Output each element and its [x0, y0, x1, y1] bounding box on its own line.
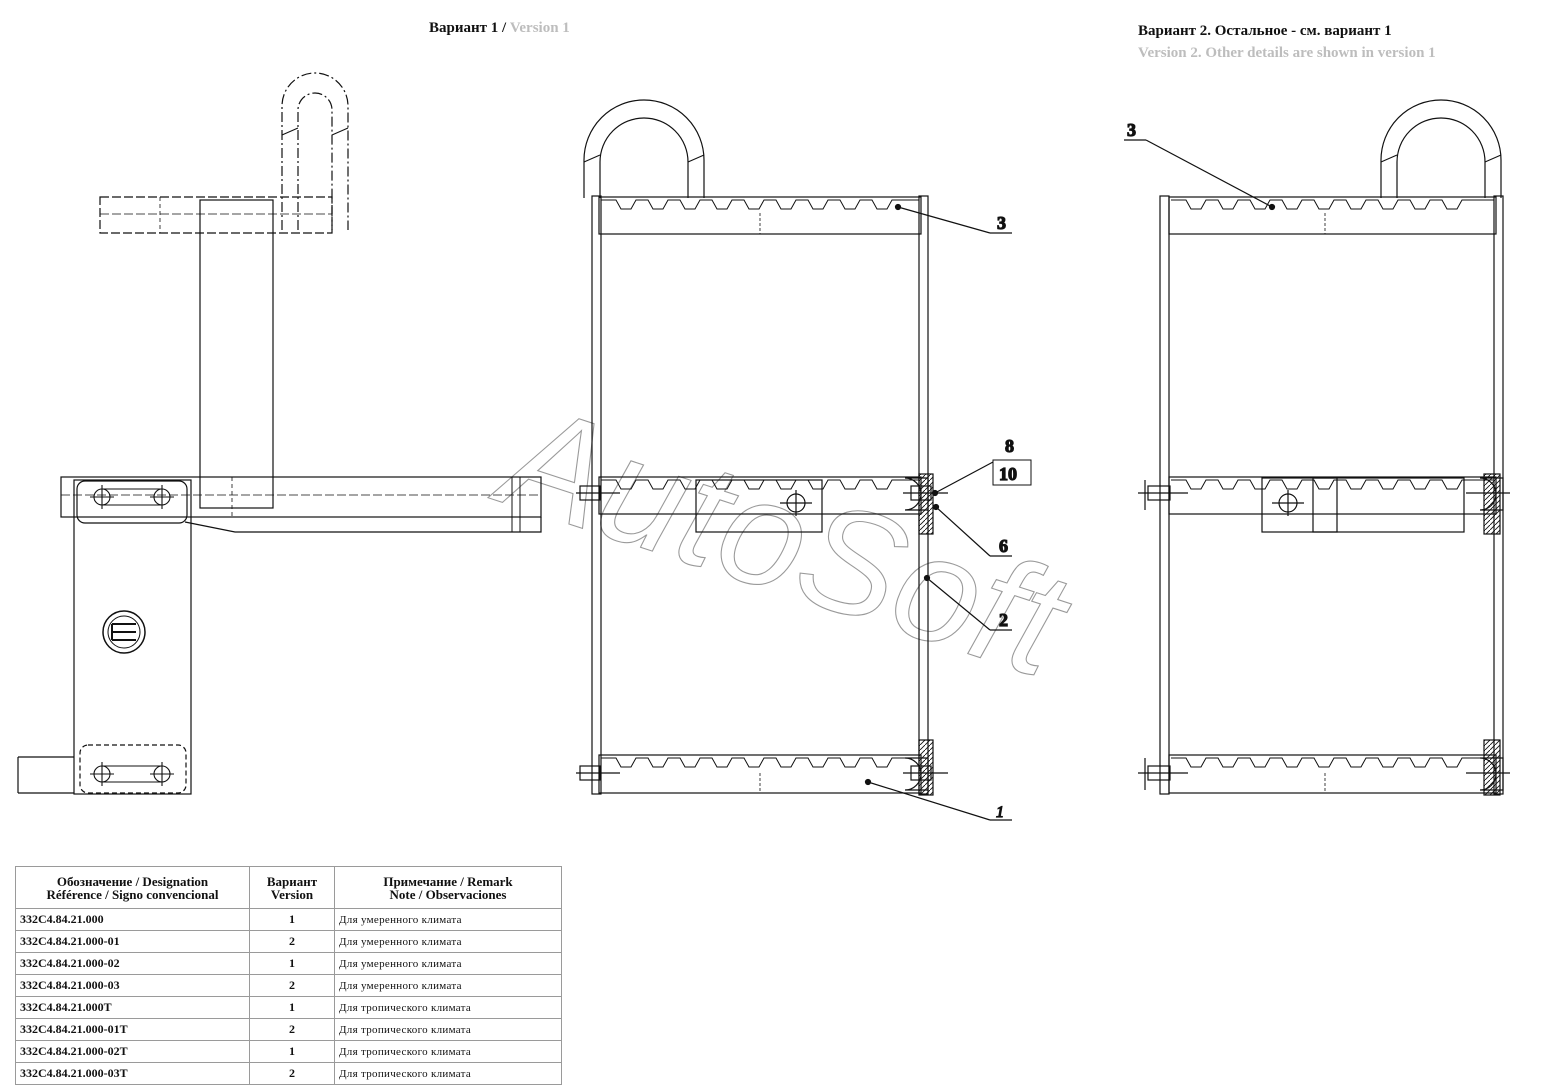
header-designation: Обозначение / Designation Référence / Si… [15, 866, 250, 909]
callout-3-version-2: 3 [1127, 120, 1136, 140]
logo-emblem-icon [102, 610, 146, 654]
table-row: 332С4.84.21.000-01 2 Для умеренного клим… [15, 930, 562, 953]
table-header-row: Обозначение / Designation Référence / Si… [15, 866, 562, 909]
version-1-title-ru: Вариант 1 / [429, 20, 510, 36]
watermark: AutoSoft [477, 368, 1090, 711]
variant-spec-table: Обозначение / Designation Référence / Si… [15, 866, 562, 1085]
cell-designation: 332С4.84.21.000-02 [15, 952, 250, 975]
cell-version: 1 [249, 996, 335, 1019]
cell-version: 1 [249, 952, 335, 975]
cell-note: Для тропического климата [334, 996, 562, 1019]
cell-designation: 332С4.84.21.000-01 [15, 930, 250, 953]
cell-note: Для умеренного климата [334, 974, 562, 997]
cell-note: Для тропического климата [334, 1062, 562, 1085]
callout-8: 8 [1005, 436, 1014, 456]
callout-2: 2 [999, 610, 1008, 630]
front-view-version-2 [1124, 99, 1510, 796]
cell-note: Для умеренного климата [334, 908, 562, 931]
version-2-title-ru: Вариант 2. Остальное - см. вариант 1 [1138, 23, 1392, 39]
cell-version: 2 [249, 1062, 335, 1085]
cell-version: 2 [249, 1018, 335, 1041]
table-row: 332С4.84.21.000-03 2 Для умеренного клим… [15, 974, 562, 997]
header-remark: Примечание / Remark Note / Observaciones [334, 866, 562, 909]
callout-1: 1 [996, 804, 1004, 821]
header-version: Вариант Version [249, 866, 335, 909]
side-view [17, 72, 542, 795]
cell-note: Для умеренного климата [334, 930, 562, 953]
version-1-title-en: Version 1 [509, 20, 570, 36]
callout-3: 3 [997, 213, 1006, 233]
cell-designation: 332С4.84.21.000 [15, 908, 250, 931]
cell-version: 1 [249, 908, 335, 931]
cell-note: Для умеренного климата [334, 952, 562, 975]
table-row: 332С4.84.21.000-03Т 2 Для тропического к… [15, 1062, 562, 1085]
technical-drawing: AutoSoft [17, 72, 1510, 822]
cell-note: Для тропического климата [334, 1040, 562, 1063]
cell-designation: 332С4.84.21.000-03Т [15, 1062, 250, 1085]
version-2-title: Вариант 2. Остальное - см. вариант 1 Ver… [1138, 20, 1436, 64]
cell-designation: 332С4.84.21.000Т [15, 996, 250, 1019]
cell-version: 2 [249, 930, 335, 953]
table-row: 332С4.84.21.000-02 1 Для умеренного клим… [15, 952, 562, 975]
callout-6: 6 [999, 536, 1008, 556]
table-row: 332С4.84.21.000 1 Для умеренного климата [15, 908, 562, 931]
cell-version: 1 [249, 1040, 335, 1063]
table-row: 332С4.84.21.000-01Т 2 Для тропического к… [15, 1018, 562, 1041]
table-row: 332С4.84.21.000Т 1 Для тропического клим… [15, 996, 562, 1019]
cell-designation: 332С4.84.21.000-01Т [15, 1018, 250, 1041]
cell-designation: 332С4.84.21.000-02Т [15, 1040, 250, 1063]
callout-10: 10 [999, 464, 1017, 484]
table-row: 332С4.84.21.000-02Т 1 Для тропического к… [15, 1040, 562, 1063]
watermark-text: AutoSoft [478, 368, 1090, 710]
cell-note: Для тропического климата [334, 1018, 562, 1041]
front-view-version-1 [576, 99, 1032, 821]
cell-version: 2 [249, 974, 335, 997]
cell-designation: 332С4.84.21.000-03 [15, 974, 250, 997]
version-1-title: Вариант 1 / Version 1 [429, 20, 570, 37]
version-2-title-en: Version 2. Other details are shown in ve… [1138, 45, 1436, 61]
